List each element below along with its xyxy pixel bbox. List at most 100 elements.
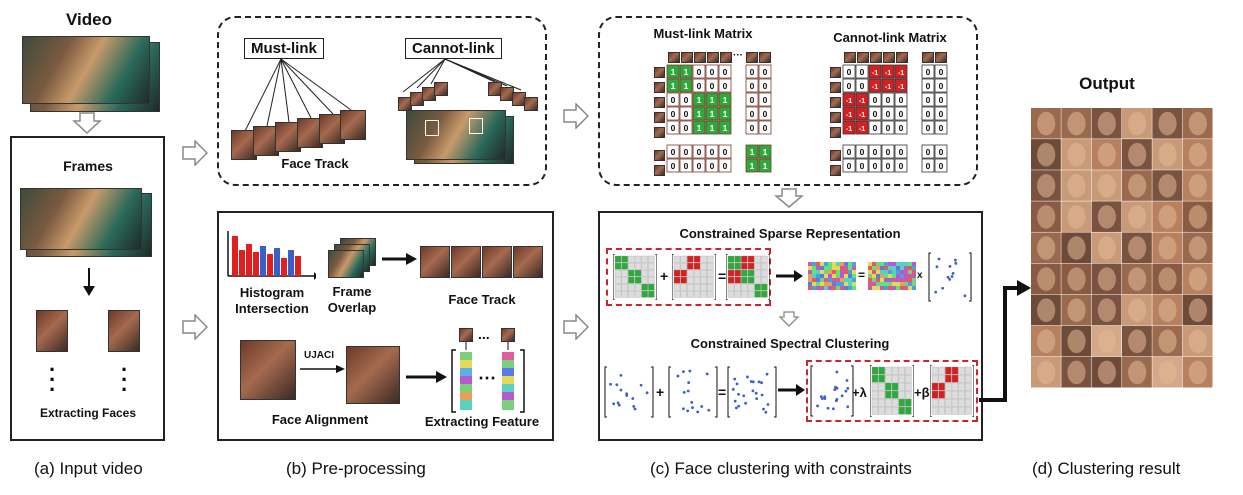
small-matrix-cell [614,283,622,291]
small-matrix-cell [931,406,939,415]
mosaic-cell [840,266,844,270]
small-matrix-cell [648,255,655,263]
bracket-right [972,365,974,417]
matrix-cell-value: 1 [763,147,768,157]
csr-title: Constrained Sparse Representation [679,226,901,241]
mosaic-cell [868,274,872,278]
small-matrix-cell [680,283,687,291]
small-matrix-cell [707,255,714,263]
scatter-point [951,272,955,275]
matrix-cell [705,106,719,121]
scatter-point [846,405,850,409]
small-matrix-cell [905,398,912,407]
small-matrix-cell [741,290,748,298]
matrix-cell [921,92,935,107]
output-face-shape [1097,236,1116,260]
output-face-shape [1188,111,1207,136]
small-matrix-cell [673,283,681,291]
small-matrix-cell [614,276,622,284]
matrix-cell [934,106,948,121]
scatter-point [754,391,758,395]
csc-arrow-icon [778,384,805,396]
mosaic-cell [808,266,812,270]
mosaic-cell [844,278,848,282]
scatter-point [682,391,686,394]
output-face-shape [1128,205,1147,229]
bracket-right [714,254,716,300]
mosaic-cell [908,274,912,278]
scatter-point [835,370,839,374]
scatter-point [816,404,819,408]
scatter-point [751,380,755,384]
matrix-cell [666,158,680,173]
mosaic-cell [832,274,836,278]
small-matrix-cell [628,276,635,284]
mosaic-cell [912,278,916,282]
mosaic-cell [892,270,896,274]
scatter-point [840,394,844,398]
csc-dashed-box [806,360,978,422]
bracket-right [774,366,777,418]
matrix-cell-value: 0 [860,67,865,77]
matrix-cell [666,64,680,79]
small-matrix-cell [965,398,972,407]
small-matrix-cell [931,374,939,383]
mosaic-cell [824,266,828,270]
matrix-cell [758,106,772,121]
matrix-cell [842,144,856,159]
mosaic-cell [812,270,816,274]
small-matrix-cell [673,262,681,270]
output-face-shape [1037,173,1056,198]
small-matrix-cell [945,366,952,375]
small-matrix-cell [747,283,755,291]
matrix-cell [705,120,719,135]
small-matrix-cell [734,283,741,291]
mosaic-times: x [917,270,923,281]
matrix-cell-value: 1 [750,161,755,171]
matrix-cell [842,92,856,107]
small-matrix-cell [958,374,965,383]
matrix-cell [718,158,732,173]
matrix-cell-value: 0 [939,67,944,77]
caption-b: (b) Pre-processing [286,459,426,478]
matrix-cell [894,158,908,173]
small-matrix-cell [687,283,694,291]
matrix-cell-value: 0 [847,67,852,77]
small-matrix-cell [628,269,635,277]
small-matrix-cell [891,374,899,383]
mosaic-cell [880,274,884,278]
scatter-point [751,389,755,393]
csc-scatter-a [604,366,654,418]
matrix-cell [745,144,759,159]
mosaic-cell [832,266,836,270]
mosaic-cell [888,274,892,278]
feature-vectors [451,342,525,413]
matrix-cell-value: 0 [926,95,931,105]
matrix-cell-value: -1 [859,112,865,119]
mosaic-cell [808,270,812,274]
mosaic-cell [908,286,912,290]
feature-face-1 [459,328,473,342]
matrix-cell-value: 0 [886,109,891,119]
mosaic-cell [900,282,904,286]
matrix-cell-value: 1 [697,109,702,119]
matrix-cell-value: 0 [697,81,702,91]
matrix-cell-value: 0 [750,109,755,119]
small-matrix-cell [621,255,628,263]
matrix-cell [679,158,693,173]
matrix-cell-value: -1 [859,98,865,105]
small-matrix-cell [905,366,912,375]
cl-row-thumb-2 [830,82,841,93]
small-matrix-cell [878,382,885,391]
mosaic-cell [808,262,812,266]
small-matrix-cell [673,276,681,284]
scatter-point [934,290,938,294]
matrix-cell [758,78,772,93]
matrix-cell-value: 0 [684,123,689,133]
mosaic-cell [880,278,884,282]
mosaic-cell [900,286,904,290]
matrix-cell [718,78,732,93]
matrix-cell-value: 0 [860,81,865,91]
scatter-point [687,381,691,384]
mosaic-cell [820,278,824,282]
